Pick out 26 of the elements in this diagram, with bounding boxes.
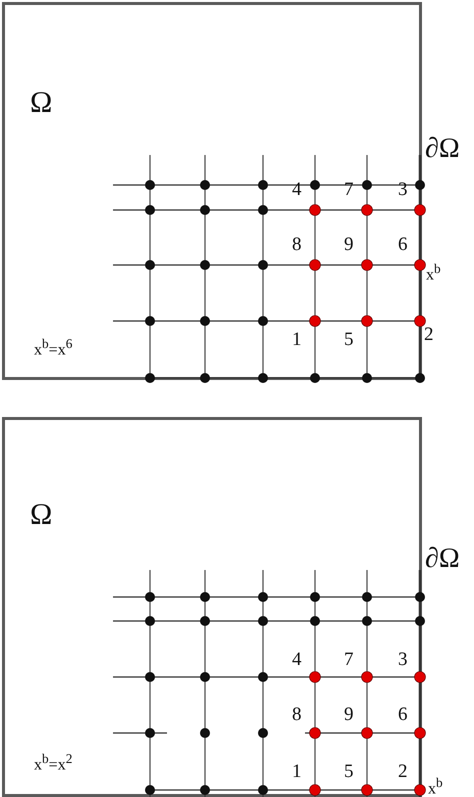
point-label: 2	[398, 762, 408, 781]
point-label: 8	[292, 235, 302, 254]
point-label: 8	[292, 705, 302, 724]
equation-label: x$^{b}$=x$^{2}$	[34, 752, 72, 774]
domain-symbol: Ω	[30, 88, 52, 118]
point-label: 1	[292, 762, 302, 781]
point-label: x$^{b}$	[426, 262, 441, 284]
boundary-symbol: ∂Ω	[425, 135, 460, 163]
point-label: 3	[398, 650, 408, 669]
point-label: 5	[344, 762, 354, 781]
point-label: 5	[344, 330, 354, 349]
point-label: 6	[398, 705, 408, 724]
point-label: 4	[292, 650, 302, 669]
point-label: 7	[344, 180, 354, 199]
point-label: 3	[398, 180, 408, 199]
point-label: 1	[292, 330, 302, 349]
equation-label: x$^{b}$=x$^{6}$	[34, 337, 72, 358]
point-label: 2	[424, 325, 434, 344]
point-label: 7	[344, 650, 354, 669]
point-label: 9	[344, 235, 354, 254]
point-label: 9	[344, 705, 354, 724]
domain-symbol: Ω	[30, 500, 52, 530]
point-label: 6	[398, 235, 408, 254]
boundary-symbol: ∂Ω	[425, 545, 460, 573]
point-label: x$^{b}$	[428, 776, 443, 797]
point-label: 4	[292, 180, 302, 199]
